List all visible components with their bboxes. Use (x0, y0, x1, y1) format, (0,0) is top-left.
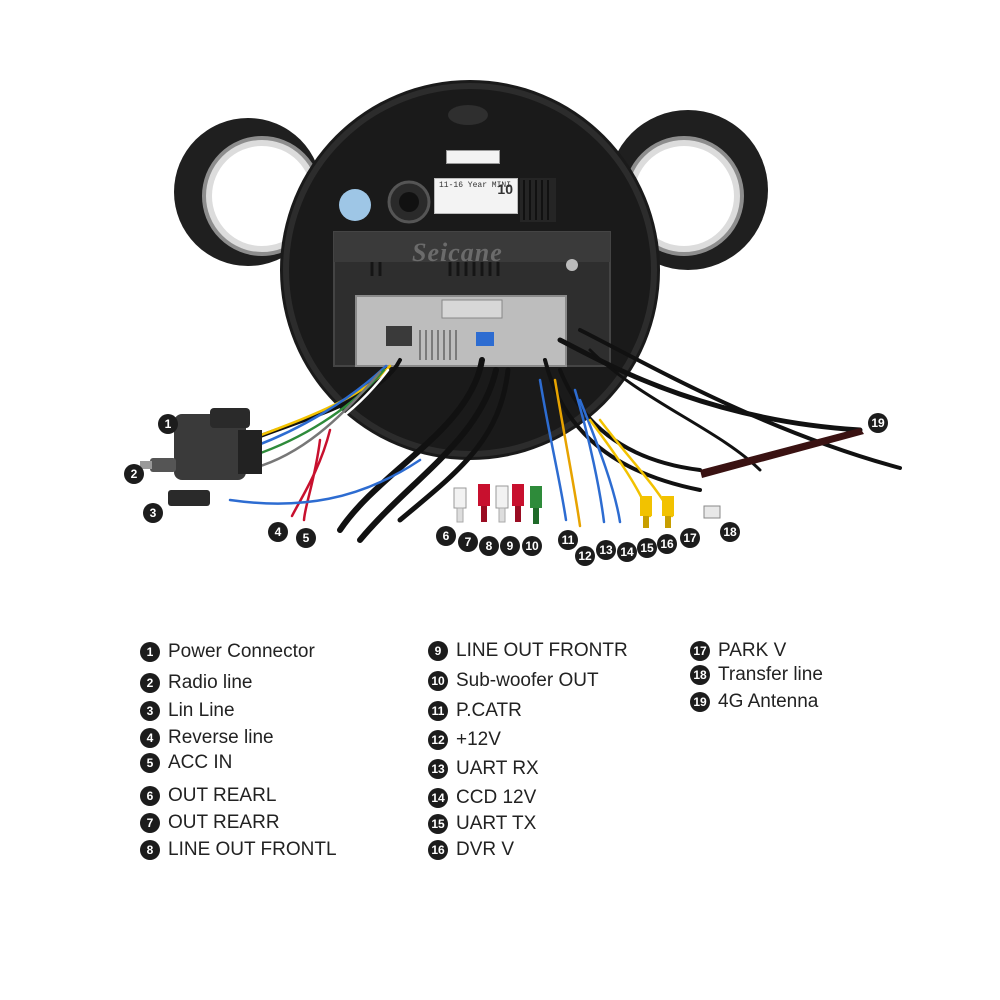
legend-number: 12 (428, 730, 448, 750)
rca-dvr-v (640, 496, 652, 528)
model-sticker: 11-16 Year MINI 10 (434, 178, 518, 214)
sticker-text: 11-16 Year MINI (439, 181, 512, 190)
legend-item-7: 7 OUT REARR (140, 812, 280, 834)
callout-18: 18 (720, 522, 740, 542)
legend-item-10: 10 Sub-woofer OUT (428, 670, 599, 692)
legend-label: 4G Antenna (718, 691, 819, 712)
callout-6: 6 (436, 526, 456, 546)
legend-item-8: 8 LINE OUT FRONTL (140, 839, 337, 861)
rca-plugs (453, 484, 674, 528)
legend-item-12: 12 +12V (428, 729, 501, 751)
power-connector (174, 408, 262, 480)
legend-label: DVR V (456, 839, 515, 860)
legend-number: 15 (428, 814, 448, 834)
legend-number: 1 (140, 642, 160, 662)
legend-number: 17 (690, 641, 710, 661)
callout-10: 10 (522, 536, 542, 556)
legend-label: Power Connector (168, 641, 315, 662)
legend-item-3: 3 Lin Line (140, 700, 235, 722)
legend-item-14: 14 CCD 12V (428, 787, 536, 809)
legend-label: OUT REARL (168, 785, 277, 806)
callout-13: 13 (596, 540, 616, 560)
legend-label: PARK V (718, 640, 787, 661)
callout-8: 8 (479, 536, 499, 556)
legend-item-17: 17 PARK V (690, 640, 786, 662)
radio-line-plug (140, 458, 176, 472)
legend-item-6: 6 OUT REARL (140, 785, 276, 807)
legend-number: 4 (140, 728, 160, 748)
legend-label: CCD 12V (456, 787, 537, 808)
callout-7: 7 (458, 532, 478, 552)
rca-out-rearr (478, 484, 490, 522)
callout-12: 12 (575, 546, 595, 566)
legend-label: ACC IN (168, 752, 233, 773)
legend-number: 13 (428, 759, 448, 779)
callout-4: 4 (268, 522, 288, 542)
rca-out-rearl (453, 487, 467, 523)
legend-item-15: 15 UART TX (428, 813, 536, 835)
legend-label: Lin Line (168, 700, 235, 721)
legend-item-13: 13 UART RX (428, 758, 539, 780)
legend-item-5: 5 ACC IN (140, 752, 232, 774)
callout-15: 15 (637, 538, 657, 558)
legend-label: OUT REARR (168, 812, 280, 833)
legend-item-2: 2 Radio line (140, 672, 253, 694)
callout-14: 14 (617, 542, 637, 562)
sticker-code: 10 (497, 181, 513, 197)
callout-5: 5 (296, 528, 316, 548)
legend-number: 10 (428, 671, 448, 691)
antenna-jack (566, 259, 578, 271)
legend-label: Sub-woofer OUT (456, 670, 599, 691)
callout-2: 2 (124, 464, 144, 484)
legend-number: 11 (428, 701, 448, 721)
callout-11: 11 (558, 530, 578, 550)
legend-number: 18 (690, 665, 710, 685)
legend-number: 9 (428, 641, 448, 661)
legend-label: Reverse line (168, 727, 274, 748)
legend-item-1: 1 Power Connector (140, 641, 315, 663)
brand-logo: Seicane (412, 238, 503, 267)
legend-number: 7 (140, 813, 160, 833)
legend-number: 16 (428, 840, 448, 860)
barcode-label (446, 150, 500, 164)
legend-item-9: 9 LINE OUT FRONTR (428, 640, 628, 662)
legend-item-11: 11 P.CATR (428, 700, 522, 722)
legend-number: 2 (140, 673, 160, 693)
callout-19: 19 (868, 413, 888, 433)
legend-number: 5 (140, 753, 160, 773)
4g-antenna (700, 428, 864, 478)
legend-label: UART RX (456, 758, 539, 779)
legend-label: Transfer line (718, 664, 823, 685)
callout-3: 3 (143, 503, 163, 523)
legend-item-18: 18 Transfer line (690, 664, 823, 686)
legend-number: 19 (690, 692, 710, 712)
legend-label: +12V (456, 729, 501, 750)
rca-subwoofer (530, 486, 542, 524)
callout-9: 9 (500, 536, 520, 556)
legend-label: Radio line (168, 672, 253, 693)
legend-item-4: 4 Reverse line (140, 727, 274, 749)
legend-number: 6 (140, 786, 160, 806)
legend-label: LINE OUT FRONTL (168, 839, 337, 860)
legend-item-19: 19 4G Antenna (690, 691, 818, 713)
legend-label: UART TX (456, 813, 537, 834)
rca-park-v (662, 496, 674, 528)
legend-item-16: 16 DVR V (428, 839, 514, 861)
rca-line-out-frontr (512, 484, 524, 522)
legend-number: 8 (140, 840, 160, 860)
head-unit-illustration (140, 80, 902, 543)
legend-number: 3 (140, 701, 160, 721)
legend-number: 14 (428, 788, 448, 808)
transfer-line-plug (703, 505, 721, 519)
legend-label: LINE OUT FRONTR (456, 640, 628, 661)
callout-17: 17 (680, 528, 700, 548)
lin-line-plug (168, 490, 210, 506)
callout-16: 16 (657, 534, 677, 554)
callout-1: 1 (158, 414, 178, 434)
legend-label: P.CATR (456, 700, 522, 721)
rca-line-out-frontl (495, 485, 509, 523)
